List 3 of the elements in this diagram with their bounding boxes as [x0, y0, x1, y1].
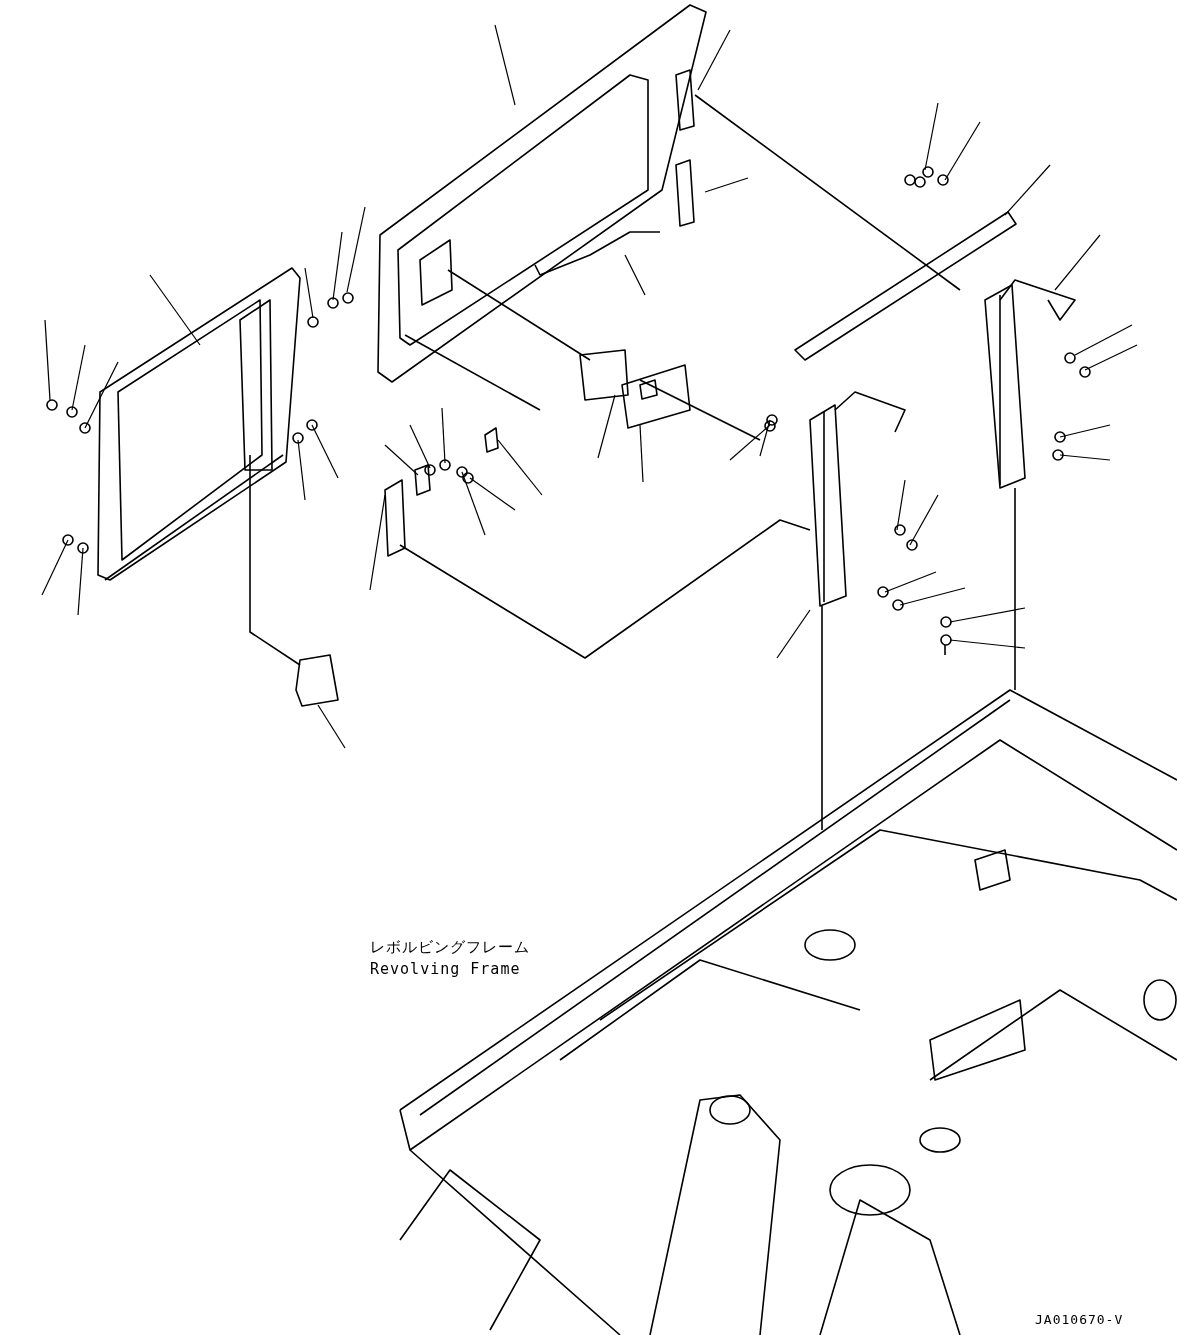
drawing-number: JA010670-V: [1035, 1311, 1124, 1329]
frame-label: レボルビングフレーム: [370, 938, 530, 956]
frame-label: Revolving Frame: [370, 960, 521, 978]
